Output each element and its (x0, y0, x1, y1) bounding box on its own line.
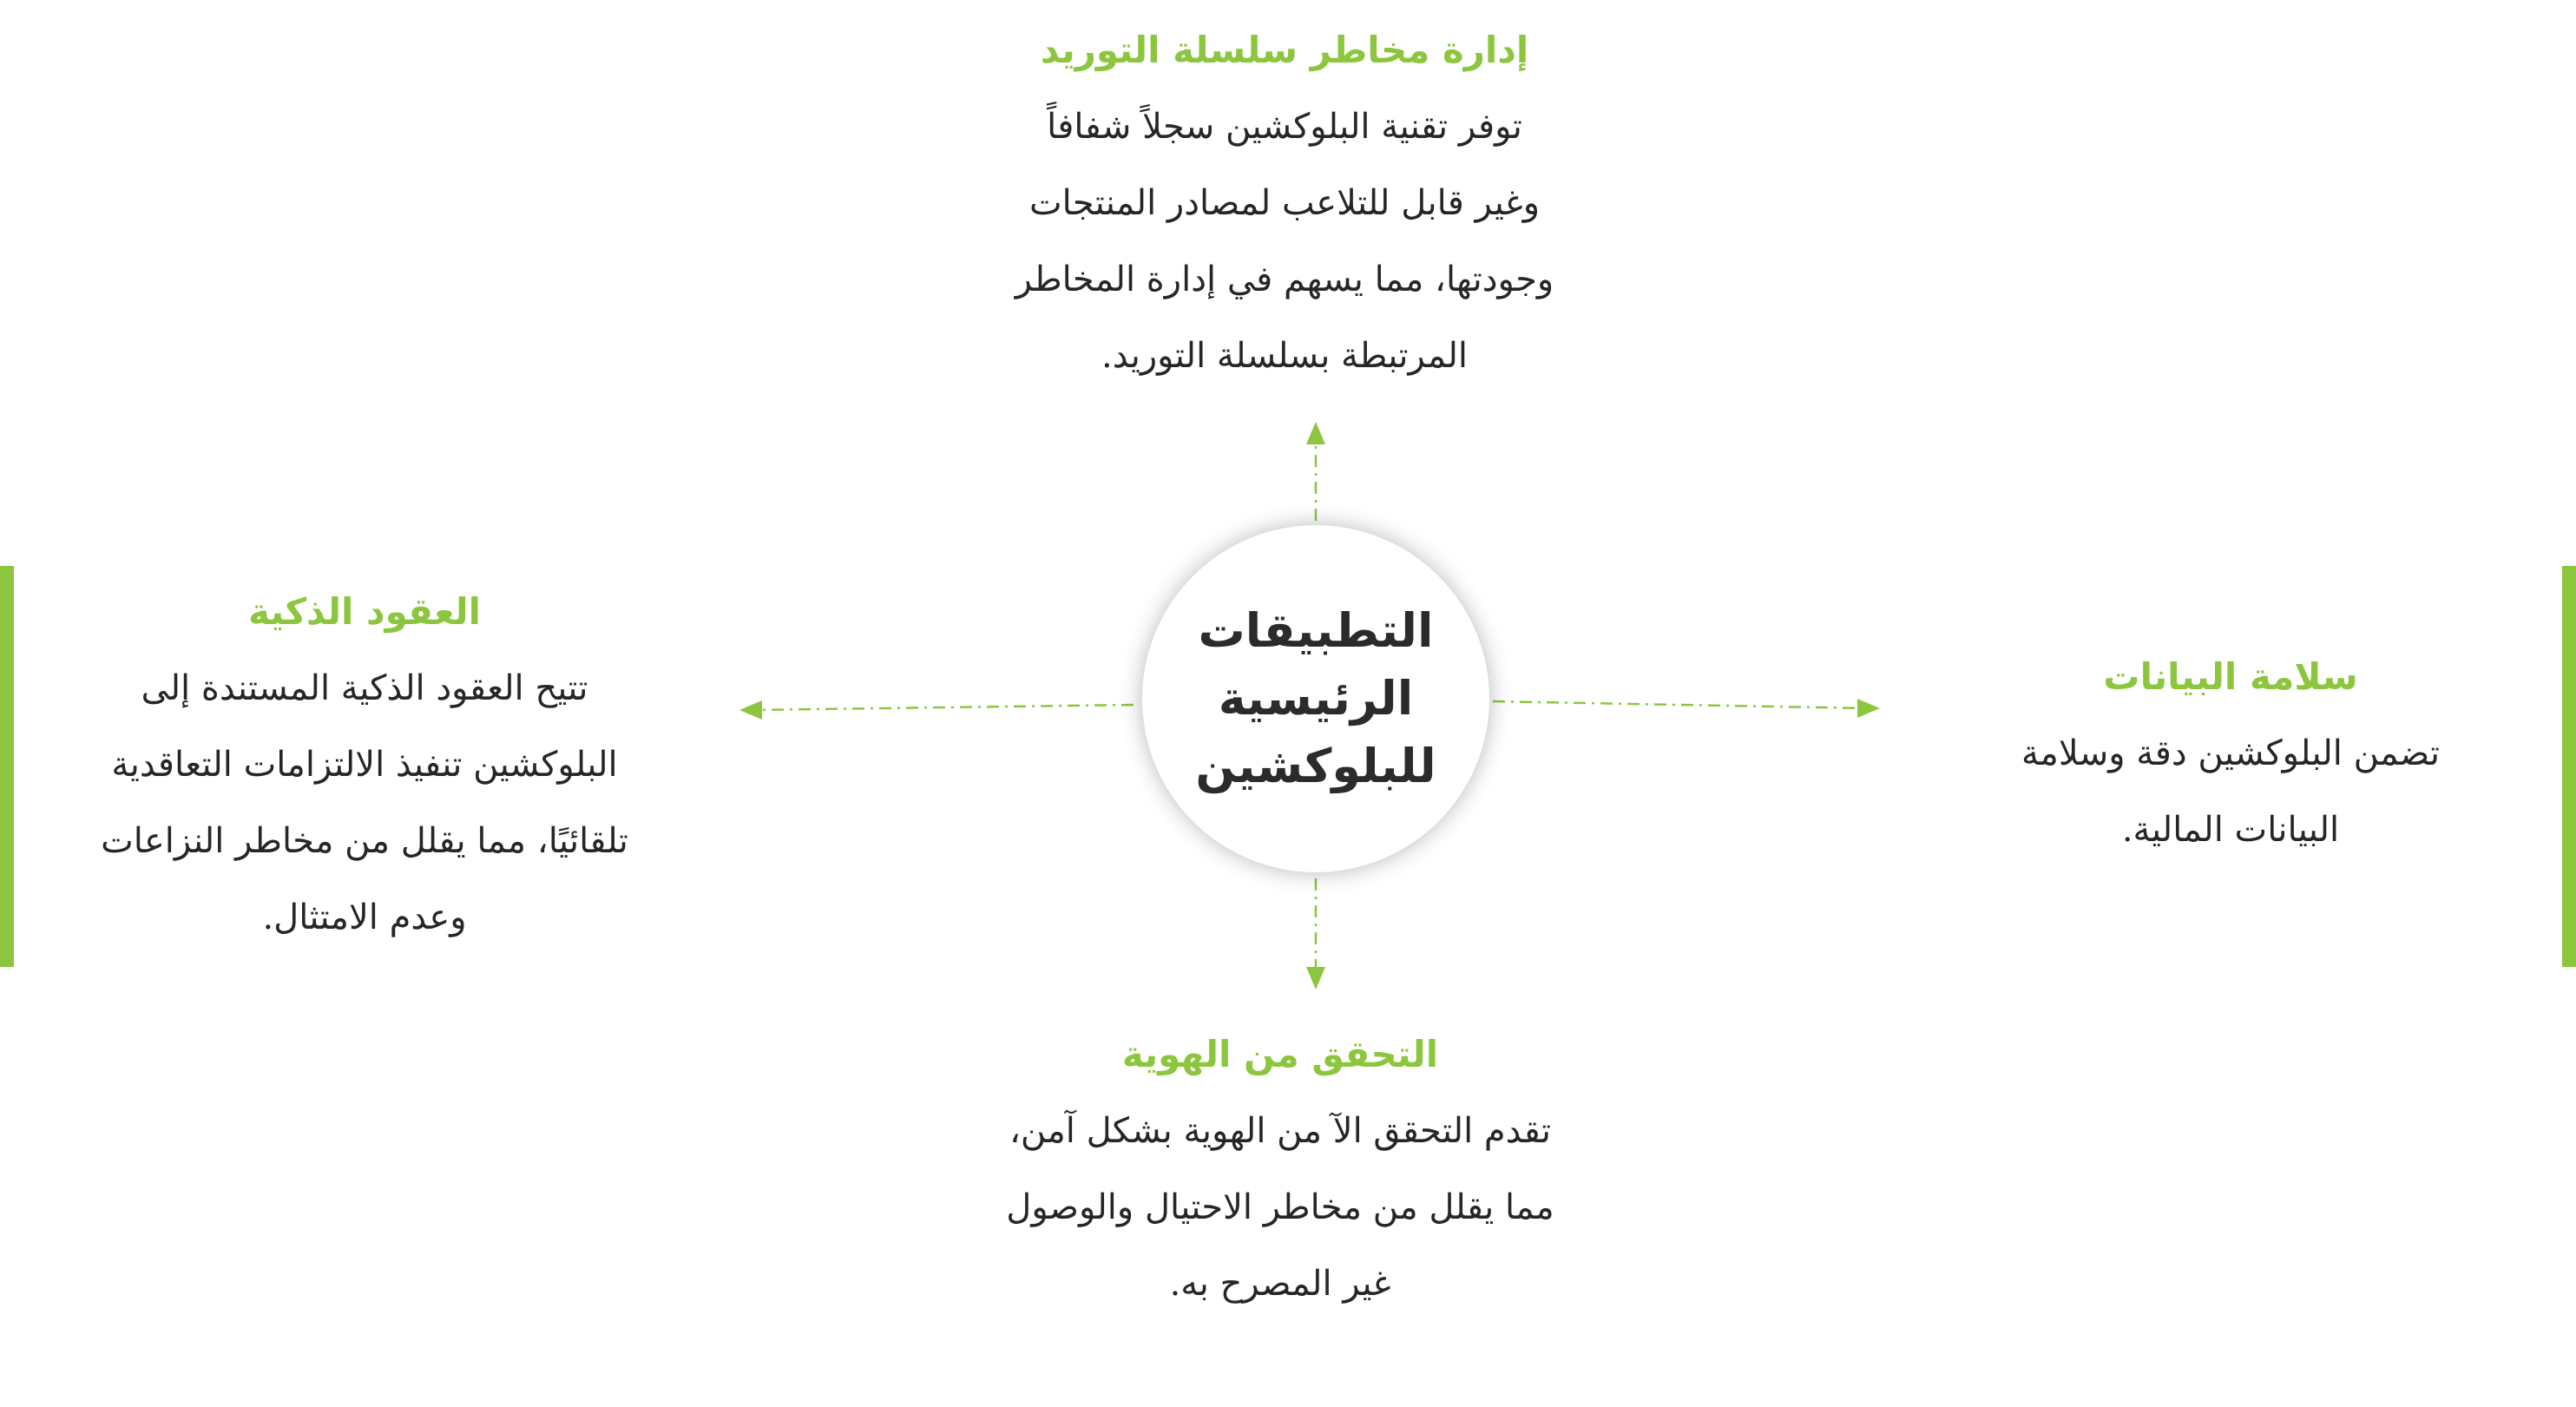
description-line: وعدم الامتثال. (262, 897, 467, 937)
description-line: توفر تقنية البلوكشين سجلاً شفافاً (1047, 107, 1522, 147)
supply-chain-description: توفر تقنية البلوكشين سجلاً شفافاً وغير ق… (955, 89, 1614, 394)
arrowhead-bottom (1306, 967, 1325, 990)
description-line: تضمن البلوكشين دقة وسلامة (2021, 733, 2440, 773)
description-line: تتيح العقود الذكية المستندة إلى (141, 668, 588, 708)
center-title-line: للبلوكشين (1195, 739, 1436, 793)
description-line: وجودتها، مما يسهم في إدارة المخاطر (1015, 260, 1554, 299)
supply-chain-title: إدارة مخاطر سلسلة التوريد (1040, 29, 1529, 71)
center-title: التطبيقات الرئيسية للبلوكشين (1186, 597, 1446, 800)
identity-verification-block: التحقق من الهوية تقدم التحقق الآ من الهو… (937, 1029, 1623, 1322)
smart-contracts-title: العقود الذكية (247, 590, 482, 633)
description-line: البيانات المالية. (2121, 810, 2340, 850)
right-accent-bar (2562, 566, 2576, 967)
identity-verification-title: التحقق من الهوية (1121, 1033, 1439, 1075)
arrowhead-left (739, 700, 762, 720)
supply-chain-block: إدارة مخاطر سلسلة التوريد توفر تقنية الب… (955, 24, 1614, 394)
left-accent-bar (0, 566, 14, 967)
description-line: مما يقلل من مخاطر الاحتيال والوصول (1006, 1187, 1554, 1227)
description-line: وغير قابل للتلاعب لمصادر المنتجات (1028, 183, 1541, 223)
arrowhead-top (1306, 422, 1325, 444)
center-title-line: التطبيقات (1198, 603, 1434, 658)
center-hub: التطبيقات الرئيسية للبلوكشين (1142, 525, 1489, 872)
description-line: البلوكشين تنفيذ الالتزامات التعاقدية (111, 745, 618, 785)
smart-contracts-block: العقود الذكية تتيح العقود الذكية المستند… (43, 586, 686, 956)
description-line: غير المصرح به. (1169, 1264, 1391, 1304)
data-integrity-title: سلامة البيانات (2103, 655, 2358, 698)
data-integrity-block: سلامة البيانات تضمن البلوكشين دقة وسلامة… (1935, 651, 2526, 868)
arrow-to-right (1492, 700, 1867, 710)
data-integrity-description: تضمن البلوكشين دقة وسلامة البيانات المال… (1935, 715, 2526, 868)
smart-contracts-description: تتيح العقود الذكية المستندة إلى البلوكشي… (43, 650, 686, 956)
description-line: تلقائيًا، مما يقلل من مخاطر النزاعات (101, 821, 628, 861)
center-title-line: الرئيسية (1218, 671, 1414, 726)
arrow-to-left (752, 703, 1134, 712)
arrowhead-right (1857, 699, 1880, 718)
description-line: المرتبطة بسلسلة التوريد. (1101, 336, 1468, 376)
identity-verification-description: تقدم التحقق الآ من الهوية بشكل آمن، مما … (937, 1093, 1623, 1322)
description-line: تقدم التحقق الآ من الهوية بشكل آمن، (1009, 1111, 1552, 1151)
